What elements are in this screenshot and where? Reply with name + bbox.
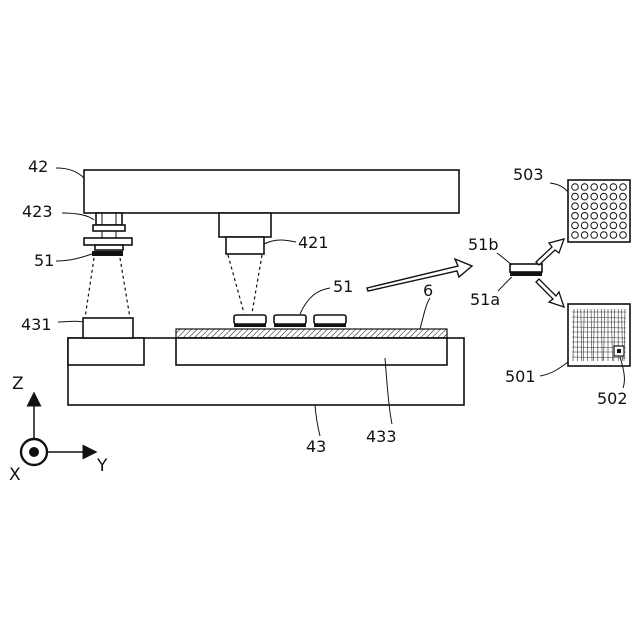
bump-dot [610,203,617,210]
label-433: 433 [366,427,397,446]
bump-dot [610,193,617,200]
bump-dot [610,232,617,239]
label-423: 423 [22,202,53,221]
label-503: 503 [513,165,544,184]
bump-dot [572,203,579,210]
axis-z-label: Z [12,374,24,394]
leader-431 [58,321,83,322]
bump-dot [572,222,579,229]
bump-dot [620,222,627,229]
bump-dot [601,222,608,229]
bump-dot [610,213,617,220]
leader-51-stage [300,288,330,314]
bump-dot [591,222,598,229]
bump-dot [591,184,598,191]
view-line-431-right [120,258,130,318]
bump-dot [581,184,588,191]
bump-dot [581,203,588,210]
leader-42 [56,168,84,178]
view-line-421-left [228,255,244,313]
axis-y-label: Y [96,456,108,476]
bump-dot [620,193,627,200]
bump-dot [620,213,627,220]
leader-423 [62,213,94,220]
circuit-pattern-501 [568,304,630,366]
label-501: 501 [505,367,536,386]
bump-dot [610,222,617,229]
bump-dot [610,184,617,191]
film-6 [176,329,447,338]
bump-dot [620,203,627,210]
bump-dot [601,184,608,191]
bump-dot [572,193,579,200]
bump-dot [620,184,627,191]
leader-51a [498,277,512,291]
bump-dot [591,193,598,200]
bump-dot [591,232,598,239]
bump-dot [581,222,588,229]
leader-51b [497,253,512,265]
held-chip-51 [92,251,123,256]
mark-502-core [617,349,621,353]
detail-arrow [367,259,472,291]
bump-pattern-503 [568,180,630,242]
head-42 [84,170,459,213]
leader-51-left [56,254,92,261]
label-431: 431 [21,315,52,334]
arrow-to-503 [536,239,564,265]
view-line-431-left [85,258,94,318]
label-51b: 51b [468,235,499,254]
bump-dot [572,213,579,220]
bump-dot [601,203,608,210]
detail-chip [510,264,542,276]
bump-dot [581,213,588,220]
bump-dot [620,232,627,239]
label-6: 6 [423,281,433,300]
leader-43 [315,405,320,436]
label-421: 421 [298,233,329,252]
stage-43 [68,338,464,405]
label-502: 502 [597,389,628,408]
bump-dot [601,213,608,220]
bump-dot [601,232,608,239]
label-51-left: 51 [34,251,54,270]
leader-6 [420,298,430,329]
camera-431 [83,318,133,338]
label-43: 43 [306,437,326,456]
bump-dot [572,232,579,239]
view-line-421-right [252,255,262,313]
camera-421 [219,213,271,254]
label-51a: 51a [470,290,500,309]
leader-503 [550,183,568,192]
bump-dot [572,184,579,191]
bump-dot [601,193,608,200]
bump-dot [581,193,588,200]
leader-501 [540,362,568,376]
arrow-to-501 [536,279,564,307]
label-51-stage: 51 [333,277,353,296]
chips-on-film-51 [234,315,346,327]
bump-dot [591,213,598,220]
bump-dot [591,203,598,210]
leader-421 [264,240,296,244]
bump-dot [581,232,588,239]
label-42: 42 [28,157,48,176]
axis-x-label: X [9,465,21,485]
